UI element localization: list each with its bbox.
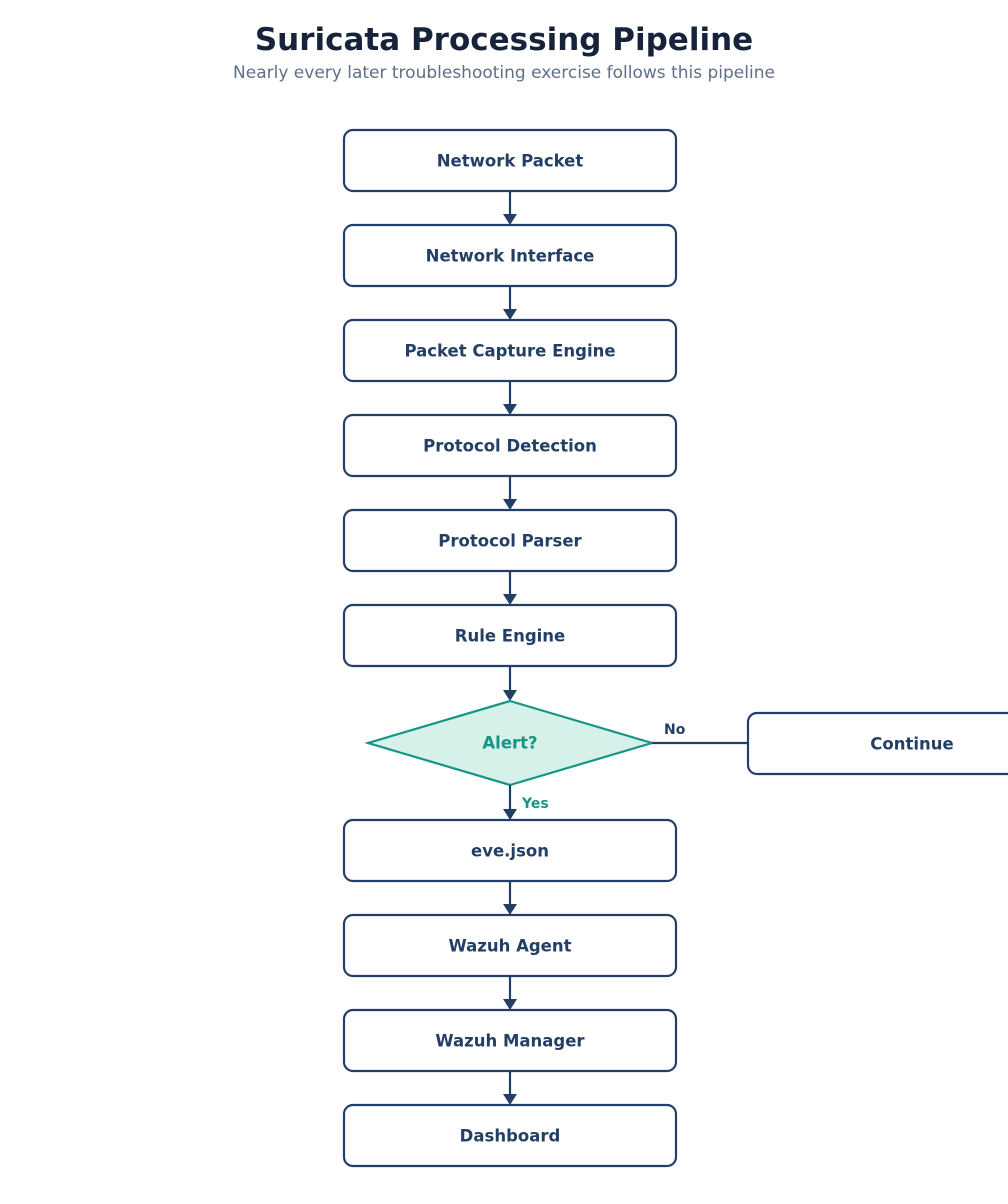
arrowhead (503, 214, 517, 225)
step-rule-engine: Rule Engine (342, 603, 678, 668)
label-no: No (664, 722, 686, 738)
diagram-title: Suricata Processing Pipeline (254, 22, 754, 58)
step-label: Protocol Detection (423, 437, 597, 456)
arrowhead (503, 309, 517, 320)
step-wazuh-agent: Wazuh Agent (342, 913, 678, 978)
step-box (342, 223, 678, 288)
diagram-subtitle: Nearly every later troubleshooting exerc… (233, 63, 775, 83)
step-box (342, 128, 678, 193)
step-label: eve.json (471, 842, 549, 861)
step-box (342, 318, 678, 383)
step-label: Wazuh Agent (449, 937, 572, 956)
arrowhead (503, 809, 517, 820)
step-box (342, 1103, 678, 1168)
step-label: Network Interface (426, 247, 595, 266)
step-box (342, 603, 678, 668)
step-label: Packet Capture Engine (404, 342, 615, 361)
step-continue: Continue (746, 711, 1008, 776)
arrowhead (503, 1094, 517, 1105)
decision-label: Alert? (482, 734, 537, 753)
arrowhead (503, 999, 517, 1010)
step-label: Continue (870, 735, 953, 754)
step-box (342, 818, 678, 883)
edges-top (503, 191, 517, 701)
step-protocol-detection: Protocol Detection (342, 413, 678, 478)
arrowhead (503, 904, 517, 915)
step-box (746, 711, 1008, 776)
label-yes: Yes (521, 796, 549, 812)
step-packet-capture-engine: Packet Capture Engine (342, 318, 678, 383)
step-dashboard: Dashboard (342, 1103, 678, 1168)
step-wazuh-manager: Wazuh Manager (342, 1008, 678, 1073)
decision-alert: Alert? (364, 699, 656, 787)
arrowhead (503, 690, 517, 701)
branch-no: No (652, 722, 748, 745)
branch-yes: Yes (503, 785, 549, 820)
arrowhead (503, 594, 517, 605)
step-label: Protocol Parser (438, 532, 582, 551)
arrowhead (503, 499, 517, 510)
step-box (342, 913, 678, 978)
step-label: Rule Engine (455, 627, 565, 646)
edges-bottom (503, 881, 517, 1105)
step-box (342, 413, 678, 478)
step-box (342, 508, 678, 573)
step-network-interface: Network Interface (342, 223, 678, 288)
step-label: Network Packet (437, 152, 584, 171)
step-box (342, 1008, 678, 1073)
step-eve-json: eve.json (342, 818, 678, 883)
step-protocol-parser: Protocol Parser (342, 508, 678, 573)
arrowhead (503, 404, 517, 415)
step-label: Dashboard (460, 1127, 561, 1146)
step-network-packet: Network Packet (342, 128, 678, 193)
step-label: Wazuh Manager (435, 1032, 585, 1051)
